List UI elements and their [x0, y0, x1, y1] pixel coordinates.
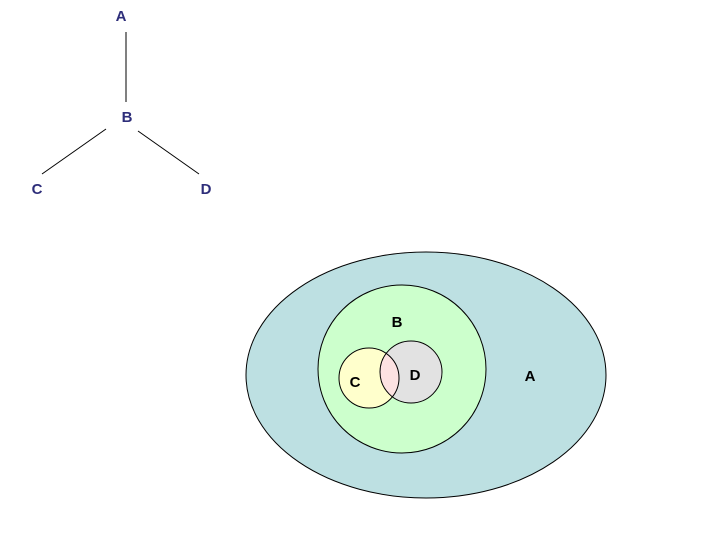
set-c-outline — [338, 347, 400, 409]
tree-node-d: D — [201, 181, 212, 198]
tree-node-b: B — [122, 109, 133, 126]
set-d-label: D — [410, 367, 421, 384]
tree-diagram: A B C D — [32, 8, 212, 198]
tree-node-c: C — [32, 181, 43, 198]
set-a-label: A — [525, 368, 536, 385]
tree-node-a: A — [116, 8, 127, 25]
tree-edge-b-d — [137, 130, 200, 175]
set-d-outline — [379, 340, 443, 404]
tree-edge-b-c — [41, 128, 107, 175]
set-c-label: C — [350, 374, 361, 391]
set-b-label: B — [392, 314, 403, 331]
venn-diagram: A B C D — [245, 251, 607, 499]
